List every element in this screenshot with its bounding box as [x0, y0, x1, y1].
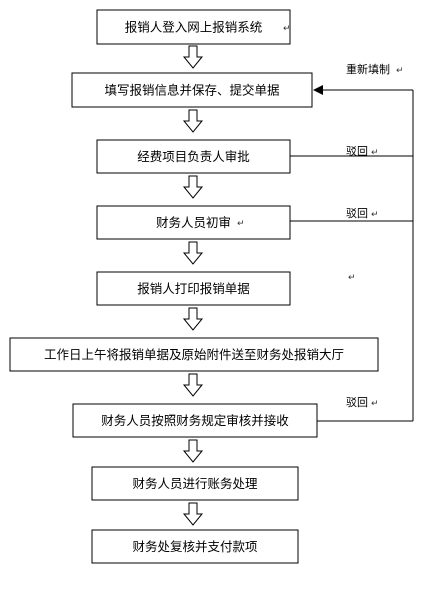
svg-text:↵: ↵ [371, 148, 379, 158]
reject-label-audit: 驳回 [346, 396, 368, 409]
down-arrow-icon [182, 175, 204, 199]
step-submit-documents: 工作日上午将报销单据及原始附件送至财务处报销大厅 [9, 337, 379, 372]
reject-label-initial-review: 驳回 [346, 207, 368, 220]
step-recheck-pay-label: 财务处复核并支付款项 [132, 539, 257, 554]
step-fill-form: 填写报销信息并保存、提交单据 [71, 72, 313, 108]
svg-text:↵: ↵ [283, 24, 291, 34]
reenter-label: 重新填制 [346, 62, 390, 76]
feedback-loop [290, 85, 414, 422]
step-fill-form-label: 填写报销信息并保存、提交单据 [104, 83, 279, 98]
step-print-forms-label: 报销人打印报销单据 [137, 281, 250, 296]
svg-text:↵: ↵ [237, 219, 245, 229]
svg-text:↵: ↵ [371, 399, 379, 409]
reject-label-approval: 驳回 [346, 145, 368, 158]
step-initial-review-label: 财务人员初审 [156, 215, 231, 230]
down-arrow-icon [182, 241, 204, 265]
down-arrow-icon [182, 439, 204, 463]
step-submit-documents-label: 工作日上午将报销单据及原始附件送至财务处报销大厅 [44, 347, 344, 362]
step-audit-accept: 财务人员按照财务规定审核并接收 [72, 403, 318, 438]
step-accounting-label: 财务人员进行账务处理 [132, 476, 258, 491]
step-audit-accept-label: 财务人员按照财务规定审核并接收 [101, 413, 289, 428]
down-arrow-icon [182, 45, 204, 69]
step-project-approval: 经费项目负责人审批 [96, 139, 291, 174]
step-login: 报销人登入网上报销系统 ↵ [96, 9, 291, 45]
down-arrow-icon [182, 109, 204, 133]
step-print-forms: 报销人打印报销单据 [96, 271, 291, 306]
svg-text:↵: ↵ [371, 210, 379, 220]
step-initial-review: 财务人员初审 ↵ [96, 205, 291, 240]
step-accounting: 财务人员进行账务处理 [91, 466, 299, 501]
down-arrow-icon [182, 373, 204, 397]
step-project-approval-label: 经费项目负责人审批 [137, 149, 250, 164]
svg-text:↵: ↵ [348, 273, 356, 283]
svg-text:↵: ↵ [396, 66, 404, 76]
step-login-label: 报销人登入网上报销系统 [125, 20, 263, 35]
down-arrow-icon [182, 307, 204, 331]
step-recheck-pay: 财务处复核并支付款项 [91, 529, 299, 564]
down-arrow-icon [182, 502, 204, 526]
